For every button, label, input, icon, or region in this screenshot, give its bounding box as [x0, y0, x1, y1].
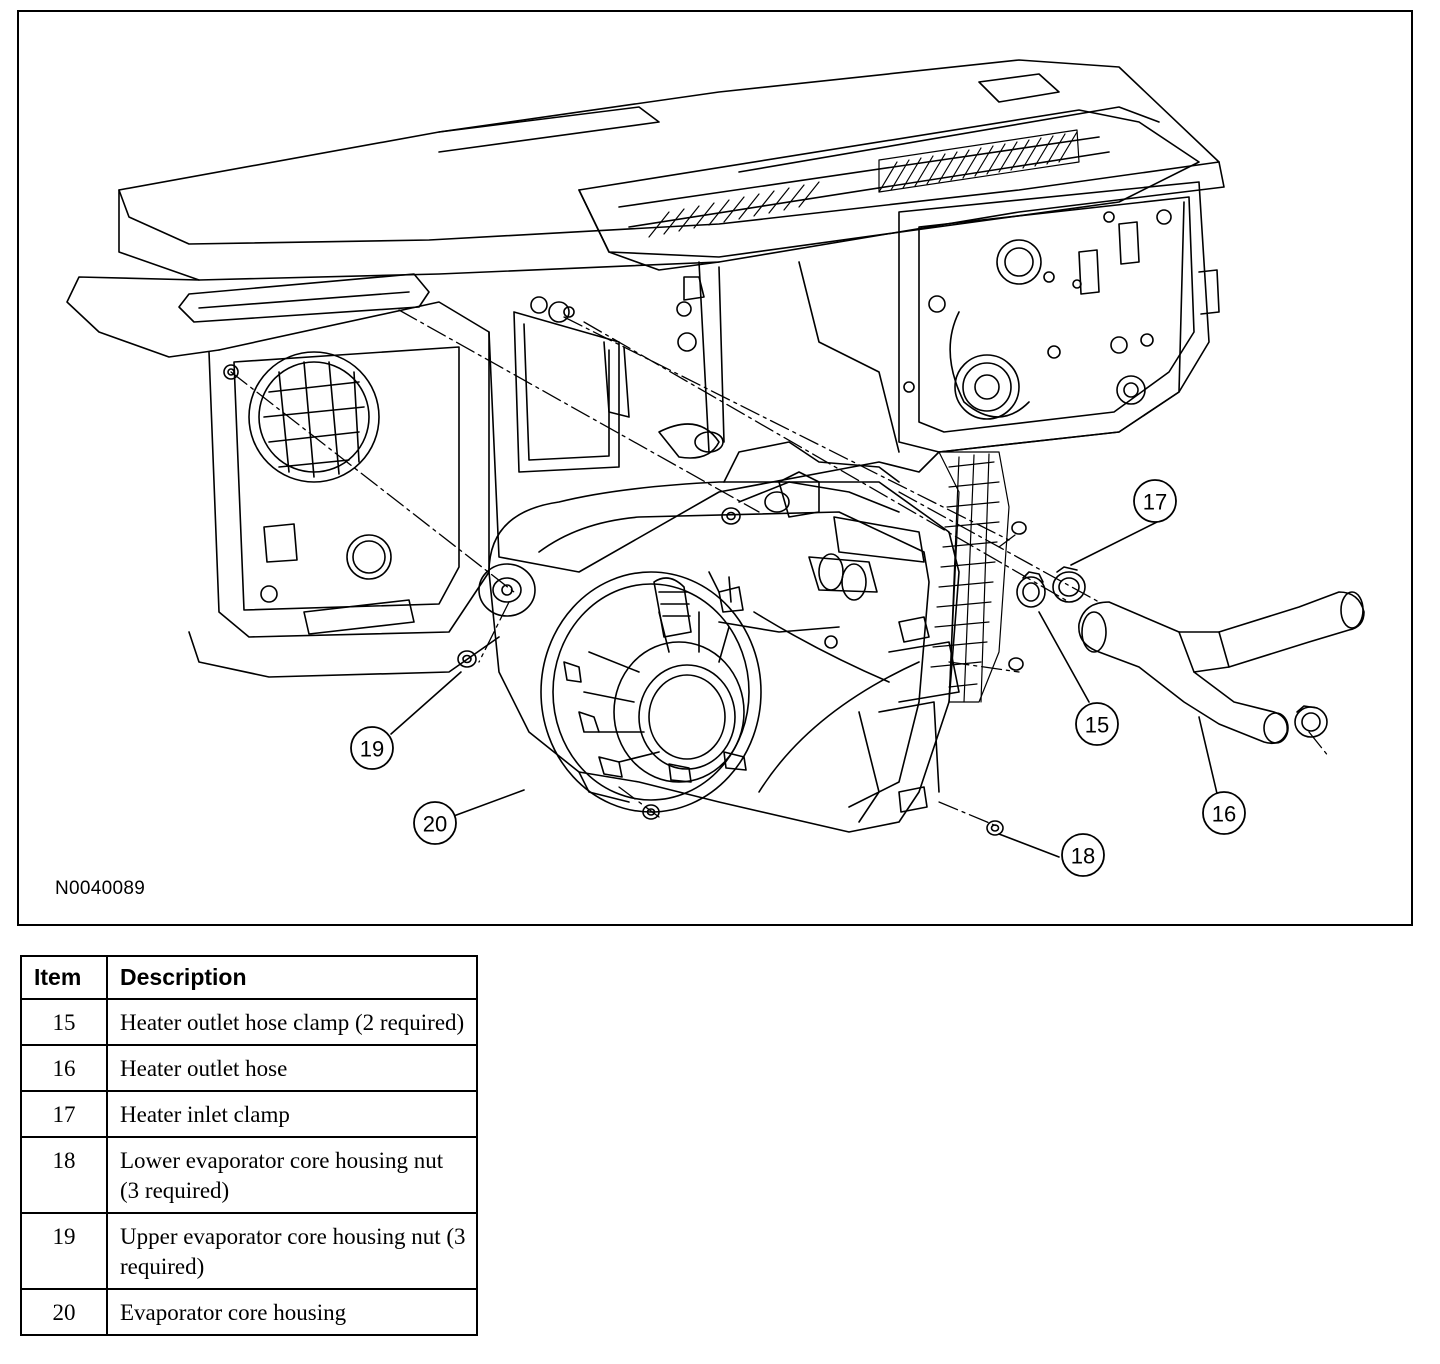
nut-18a: [986, 820, 1004, 836]
legend-item-description: Heater outlet hose: [106, 1044, 478, 1092]
heater-outlet-hose: [1078, 591, 1365, 745]
callout-labels: 17 15 16 18 19 20: [360, 490, 1236, 869]
nut-lower-left: [642, 804, 660, 820]
callout-16-circle: [1202, 791, 1246, 835]
legend-row: 18 Lower evaporator core housing nut (3 …: [20, 1136, 478, 1214]
callout-17-label: 17: [1143, 490, 1167, 515]
upper-housing-nuts: [457, 507, 1027, 668]
heater-inlet-clamp: [1052, 566, 1086, 603]
cowl-panel: [66, 59, 1225, 358]
callout-15-label: 15: [1085, 713, 1109, 738]
dash-panel-left: [188, 301, 500, 678]
heater-outlet-hose-clamp-2: [1294, 705, 1328, 738]
callout-16-label: 16: [1212, 802, 1236, 827]
callout-20-circle: [413, 801, 457, 845]
figure-id-label: N0040089: [55, 878, 146, 899]
lower-housing-nuts: [642, 657, 1024, 836]
legend-item-number: 20: [20, 1288, 108, 1336]
leader-lines: [390, 521, 1220, 858]
legend-item-number: 16: [20, 1044, 108, 1092]
alignment-lines: [230, 309, 1330, 828]
legend-item-number: 18: [20, 1136, 108, 1214]
legend-item-description: Heater outlet hose clamp (2 required): [106, 998, 478, 1046]
nut-upper-center: [721, 507, 741, 525]
legend-item-description: Evaporator core housing: [106, 1288, 478, 1336]
nut-19a: [457, 650, 477, 668]
bulkhead-seal-mesh: [930, 451, 1010, 703]
cowl-vent-grille: [648, 129, 1080, 238]
callout-circles: [350, 479, 1246, 877]
legend-row: 15 Heater outlet hose clamp (2 required): [20, 998, 478, 1046]
evaporator-core-housing: [488, 441, 960, 833]
firewall-right: [898, 181, 1220, 453]
heater-outlet-hose-clamp: [1016, 571, 1046, 608]
legend-header-item: Item: [20, 955, 108, 1000]
legend-item-number: 15: [20, 998, 108, 1046]
legend-item-number: 17: [20, 1090, 108, 1138]
parts-legend-table: Item Description 15 Heater outlet hose c…: [20, 955, 478, 1336]
callout-18-circle: [1061, 833, 1105, 877]
legend-header-description: Description: [106, 955, 478, 1000]
legend-item-number: 19: [20, 1212, 108, 1290]
callout-15-circle: [1075, 702, 1119, 746]
legend-row: 16 Heater outlet hose: [20, 1044, 478, 1092]
legend-row: 17 Heater inlet clamp: [20, 1090, 478, 1138]
exploded-view-drawing: 17 15 16 18 19 20: [66, 59, 1365, 877]
callout-18-label: 18: [1071, 844, 1095, 869]
callout-19-circle: [350, 726, 394, 770]
callout-20-label: 20: [423, 812, 447, 837]
blower-scroll: [540, 571, 920, 813]
legend-item-description: Lower evaporator core housing nut (3 req…: [106, 1136, 478, 1214]
callout-17-circle: [1133, 479, 1177, 523]
legend-item-description: Upper evaporator core housing nut (3 req…: [106, 1212, 478, 1290]
callout-19-label: 19: [360, 737, 384, 762]
nut-upper-right: [1011, 521, 1027, 535]
nut-lower-right: [1008, 657, 1024, 671]
legend-header-row: Item Description: [20, 955, 478, 1000]
diagram-frame: 17 15 16 18 19 20 N0040089: [17, 10, 1413, 926]
legend-item-description: Heater inlet clamp: [106, 1090, 478, 1138]
legend-row: 19 Upper evaporator core housing nut (3 …: [20, 1212, 478, 1290]
housing-mount-flange: [478, 563, 536, 617]
legend-row: 20 Evaporator core housing: [20, 1288, 478, 1336]
